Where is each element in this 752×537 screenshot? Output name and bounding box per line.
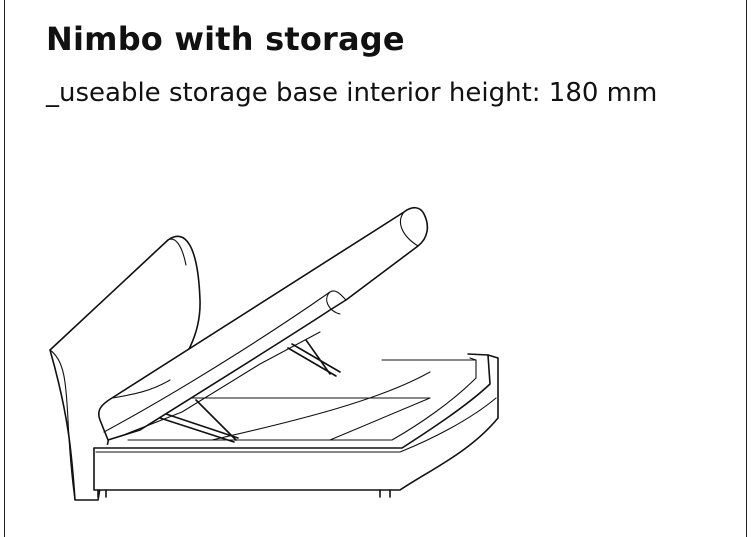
product-title: Nimbo with storage [46, 20, 405, 58]
left-border-line [4, 0, 5, 537]
lifted-mattress-platform [97, 206, 429, 441]
right-border-line [746, 0, 747, 537]
storage-base [93, 353, 499, 498]
lift-struts [159, 339, 341, 443]
storage-height-note: _useable storage base interior height: 1… [46, 78, 658, 108]
